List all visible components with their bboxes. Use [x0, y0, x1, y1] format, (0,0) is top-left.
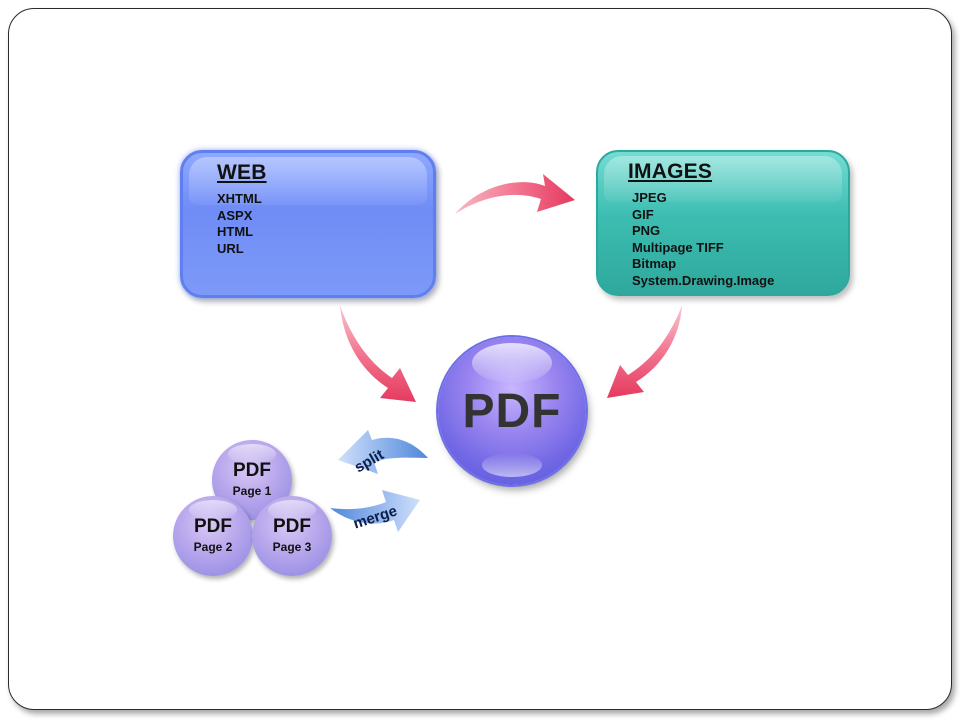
web-format-item: XHTML — [217, 191, 262, 206]
page-sphere-title: PDF — [194, 516, 232, 537]
pdf-center-sphere: PDF — [438, 337, 586, 485]
pdf-page-sphere-3: PDF Page 3 — [252, 496, 332, 576]
web-box-title: WEB — [217, 161, 267, 184]
page-sphere-title: PDF — [233, 460, 271, 481]
image-format-item: PNG — [632, 223, 661, 238]
page-sphere-title: PDF — [273, 516, 311, 537]
image-format-item: GIF — [632, 206, 654, 222]
image-format-item: Bitmap — [632, 256, 677, 271]
images-box-title: IMAGES — [628, 160, 713, 183]
pdf-center-label: PDF — [462, 385, 562, 438]
web-format-item: HTML — [217, 224, 254, 239]
image-format-item: JPEG — [632, 190, 667, 205]
web-format-item: URL — [217, 240, 244, 256]
page-sphere-subtitle: Page 2 — [193, 540, 233, 554]
image-format-list: JPEG GIF PNG Multipage TIFF Bitmap Syste… — [632, 190, 774, 289]
web-format-item: ASPX — [217, 207, 253, 223]
page-sphere-subtitle: Page 1 — [232, 484, 272, 498]
image-sources-box: IMAGES JPEG GIF PNG Multipage TIFF Bitma… — [596, 150, 850, 296]
pdf-page-sphere-2: PDF Page 2 — [173, 496, 253, 576]
image-format-item: Multipage TIFF — [632, 239, 724, 255]
page-sphere-subtitle: Page 3 — [272, 540, 312, 554]
web-format-list: XHTML ASPX HTML URL — [217, 191, 262, 257]
image-format-item: System.Drawing.Image — [632, 272, 775, 288]
web-sources-box: WEB XHTML ASPX HTML URL — [180, 150, 436, 298]
